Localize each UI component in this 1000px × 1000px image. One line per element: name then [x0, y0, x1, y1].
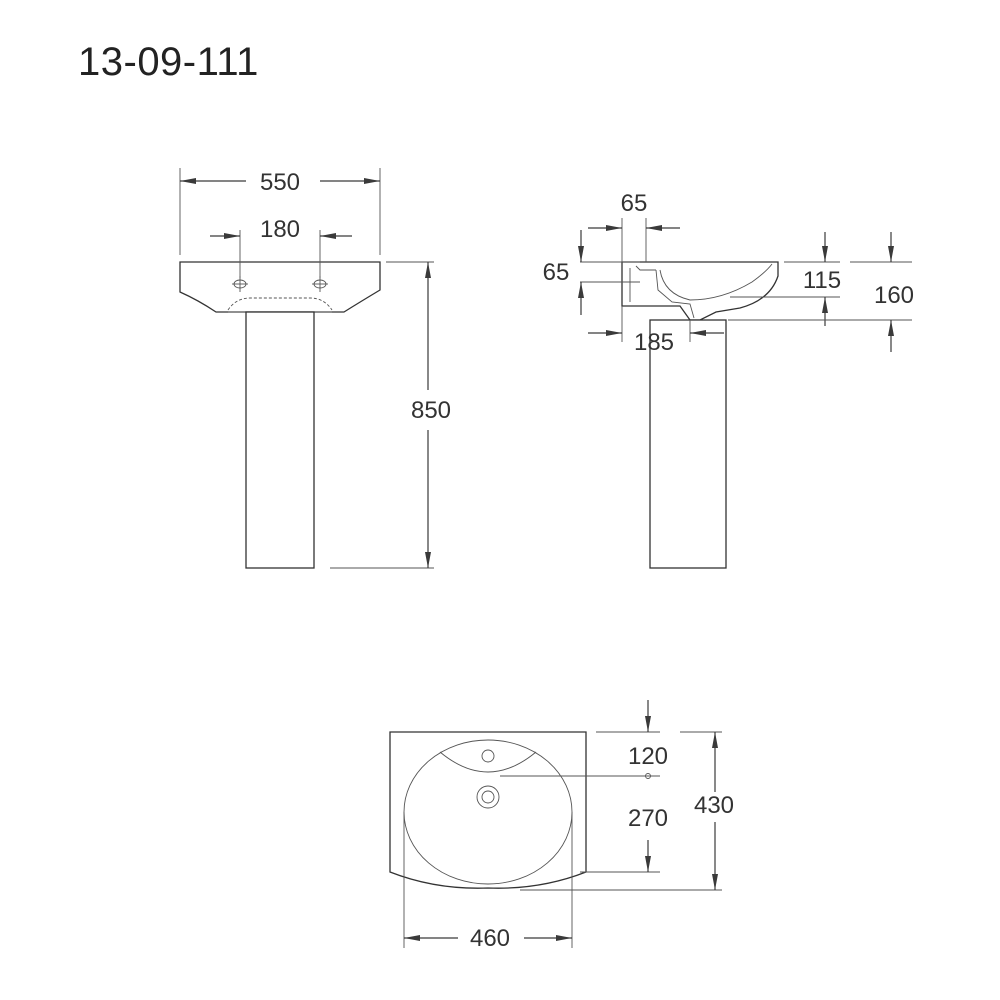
side-basin-outline — [621, 261, 779, 321]
tap-hole-icon — [481, 749, 495, 763]
side-bowl-inner — [659, 263, 773, 301]
front-view: 550 180 850 — [179, 168, 451, 569]
top-view: 120 270 430 460 — [389, 700, 734, 952]
dim-label: 550 — [260, 169, 300, 196]
dimension-width-460: 460 — [403, 812, 573, 952]
dimension-tap-120: 120 — [500, 700, 668, 779]
dimension-depth-430: 430 — [520, 731, 734, 891]
model-number: 13-09-111 — [78, 40, 259, 84]
front-basin-outline — [179, 261, 381, 313]
dimension-top-65: 65 — [588, 190, 680, 262]
dim-label: 185 — [634, 329, 674, 356]
dimension-overflow-65: 65 — [543, 230, 640, 315]
dim-label: 850 — [411, 397, 451, 424]
dimension-width-550: 550 — [179, 168, 381, 255]
front-bowl-hidden-line — [227, 297, 333, 311]
drain-icon — [476, 785, 500, 809]
top-basin-outline — [389, 731, 587, 889]
dim-label: 180 — [260, 216, 300, 243]
side-pedestal — [649, 319, 727, 569]
tap-hole-icon — [232, 276, 248, 292]
front-pedestal — [245, 311, 315, 569]
dimension-bowl-115: 115 — [730, 232, 841, 326]
dim-label: 160 — [874, 282, 914, 309]
dimension-center-270: 270 — [580, 805, 668, 873]
dim-label: 115 — [803, 267, 841, 294]
dim-label: 460 — [470, 925, 510, 952]
dim-label: 65 — [543, 259, 570, 286]
dimension-tap-spacing-180: 180 — [210, 216, 352, 278]
dim-label: 430 — [694, 792, 734, 819]
tap-deck — [439, 751, 537, 773]
dimension-basin-160: 160 — [728, 232, 914, 352]
dim-label: 120 — [628, 743, 668, 770]
dimension-drain-185: 185 — [588, 306, 724, 356]
dim-label: 270 — [628, 805, 668, 832]
tap-hole-icon — [312, 276, 328, 292]
dim-label: 65 — [621, 190, 648, 217]
side-view: 65 65 185 115 — [543, 190, 914, 569]
dimension-height-850: 850 — [330, 261, 451, 569]
